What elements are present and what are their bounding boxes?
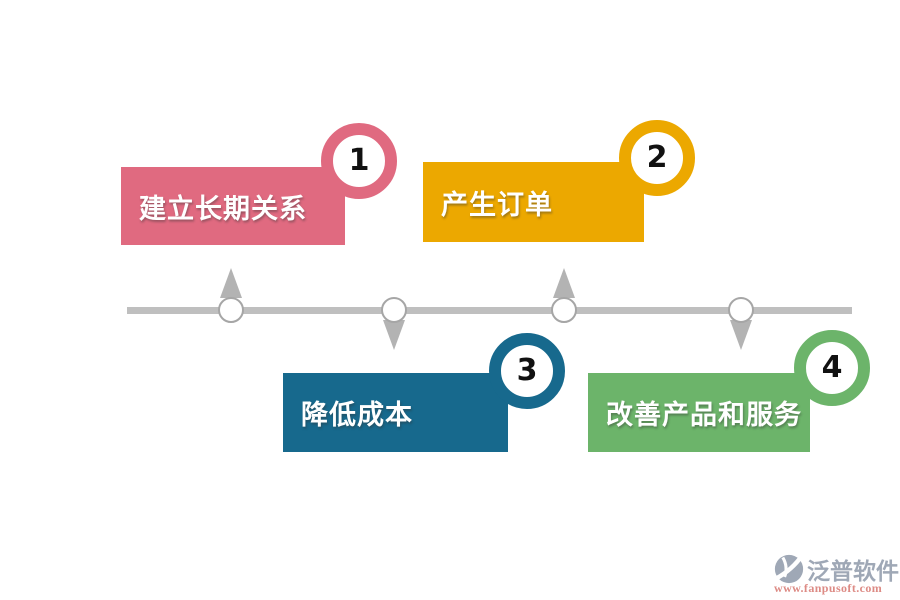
step-number-1: 1 [348,143,370,178]
step-label-1: 建立长期关系 [139,193,307,225]
up-arrow-icon [553,268,575,298]
step-number-badge-4: 4 [794,330,870,406]
step-number-badge-1: 1 [321,123,397,199]
up-arrow-icon [220,268,242,298]
step-box-2: 产生订单 [423,162,644,242]
timeline-node [551,297,577,323]
step-box-3: 降低成本 [283,373,508,452]
step-label-3: 降低成本 [301,400,413,431]
step-number-badge-2: 2 [619,120,695,196]
step-number-2: 2 [646,140,668,175]
step-label-4: 改善产品和服务 [606,400,802,431]
down-arrow-icon [730,320,752,350]
step-number-badge-3: 3 [489,333,565,409]
timeline-node [218,297,244,323]
step-number-3: 3 [516,353,538,388]
step-box-1: 建立长期关系 [121,167,345,245]
step-number-4: 4 [821,350,843,385]
watermark-brand-text: 泛普软件 [807,559,899,585]
timeline-node [381,297,407,323]
fanpu-logo-icon [774,553,804,584]
step-label-2: 产生订单 [441,189,553,221]
step-box-4: 改善产品和服务 [588,373,810,452]
watermark-url-text: www.fanpusoft.com [774,581,883,595]
timeline-line [127,307,852,314]
timeline-node [728,297,754,323]
watermark: 泛普软件 www.fanpusoft.com [772,550,900,598]
down-arrow-icon [383,320,405,350]
